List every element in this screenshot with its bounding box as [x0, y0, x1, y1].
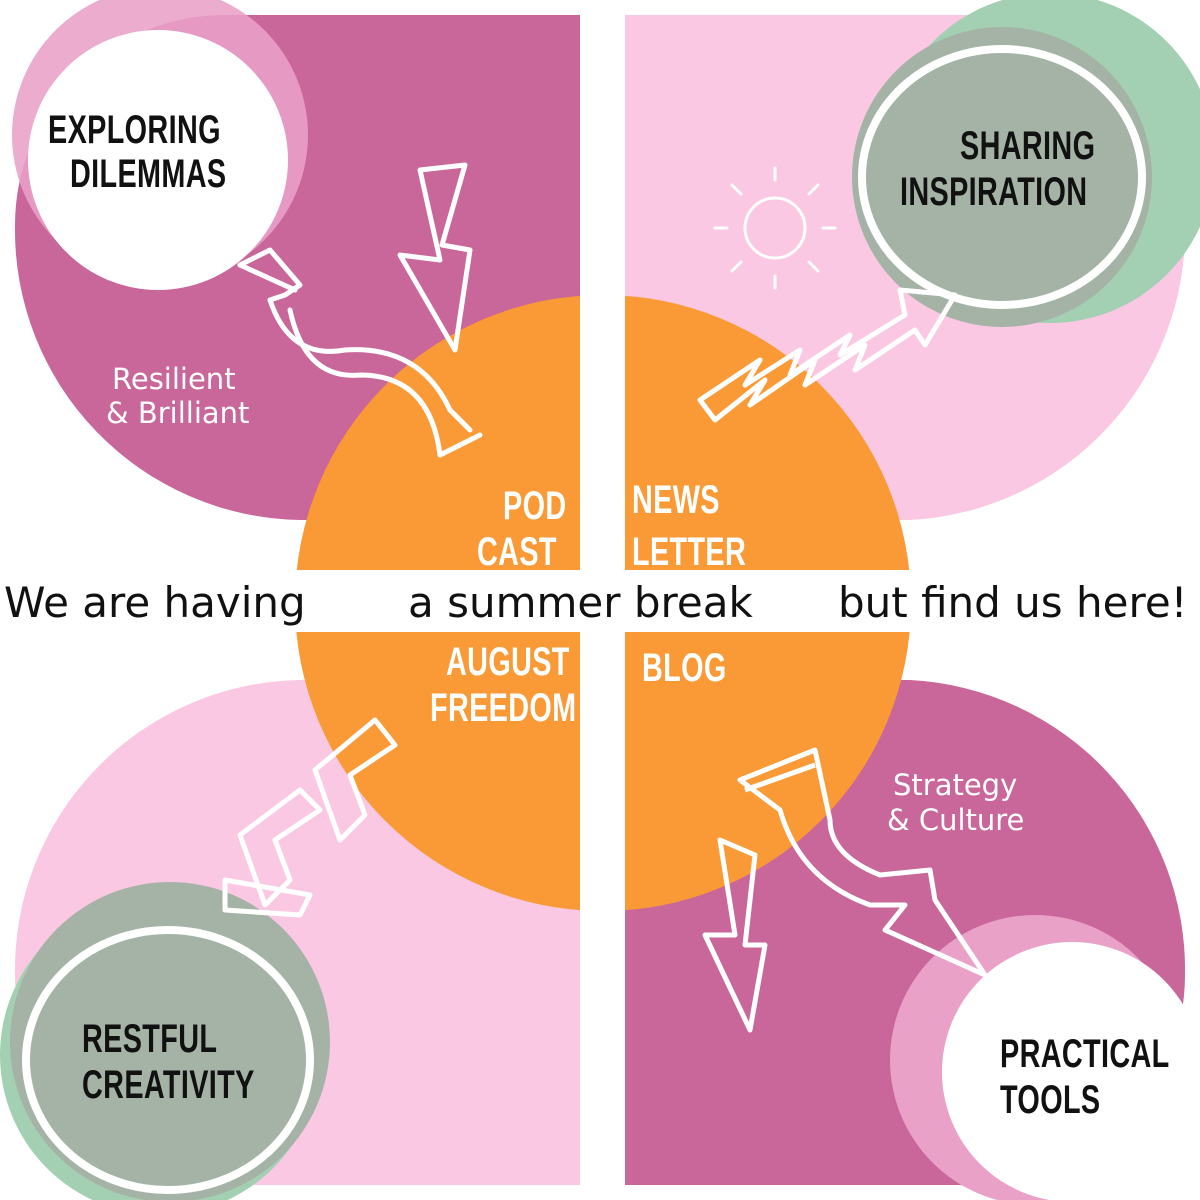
br-bubble	[942, 942, 1200, 1200]
bl-bubble	[10, 882, 330, 1200]
swoosh-arrow-icon	[737, 747, 988, 978]
lightning-icon	[702, 837, 768, 1033]
tr-ring	[858, 45, 1146, 309]
caption-resilient: Resilient	[112, 362, 236, 396]
zigzag-arrow-icon	[697, 287, 958, 423]
tr-bubble	[852, 27, 1152, 327]
link-blog[interactable]: BLOG	[642, 646, 727, 690]
banner-right-text: but find us here!	[838, 578, 1188, 627]
banner-middle-text: a summer break	[408, 578, 753, 627]
banner-left-text: We are having	[4, 578, 306, 627]
curved-arrow-icon	[237, 247, 483, 458]
tl-bubble	[28, 30, 288, 290]
caption-strategy: Strategy	[893, 768, 1018, 802]
bl-ring	[22, 926, 314, 1194]
caption-brilliant: & Brilliant	[106, 396, 250, 430]
sun-icon	[713, 166, 837, 290]
chevron-arrows-icon	[222, 717, 398, 918]
horizontal-gutter	[0, 570, 1200, 632]
caption-culture: & Culture	[887, 803, 1025, 837]
lightning-icon	[397, 162, 473, 353]
